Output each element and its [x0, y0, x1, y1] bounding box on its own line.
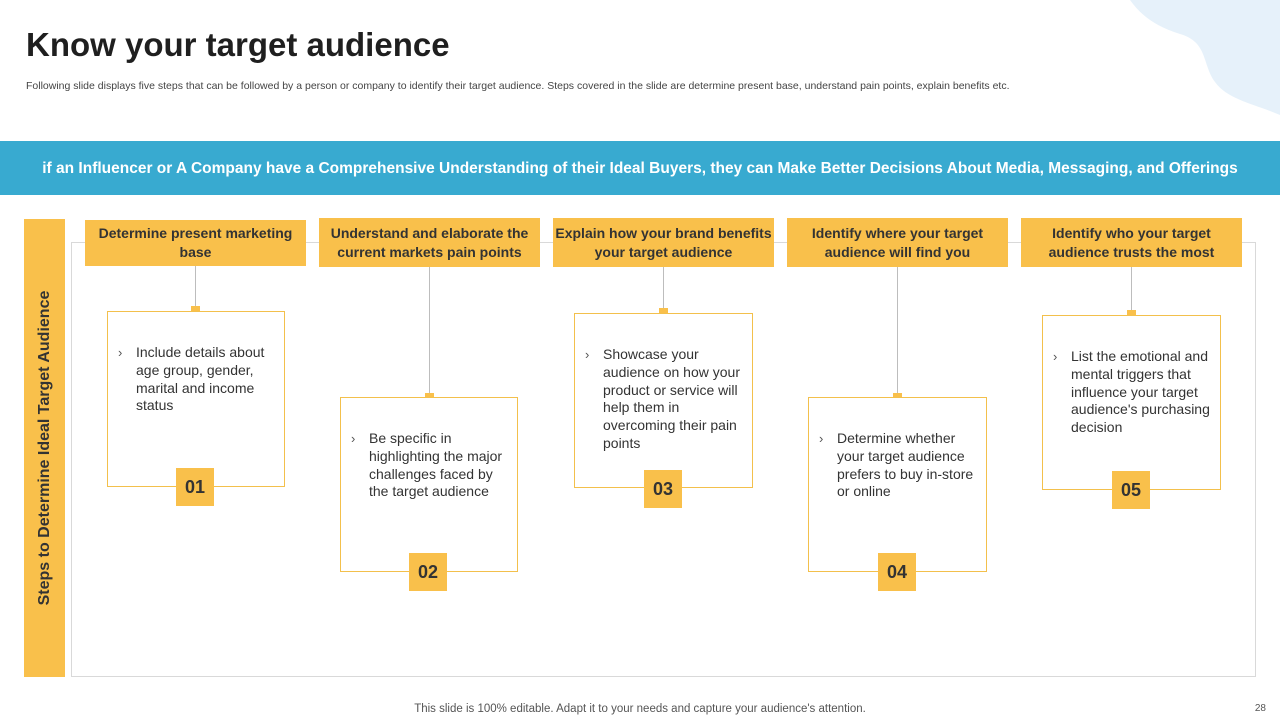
step-4-card: › Determine whether your target audience… — [808, 397, 987, 572]
step-5-connector — [1131, 267, 1132, 315]
step-3-card-text: › Showcase your audience on how your pro… — [585, 346, 744, 453]
step-2-number: 02 — [417, 561, 439, 582]
page-title: Know your target audience — [26, 26, 450, 63]
sidebar-label: Steps to Determine Ideal Target Audience — [35, 290, 53, 606]
step-5-header: Identify who your target audience trusts… — [1021, 218, 1242, 267]
step-5-connector-dot — [1127, 310, 1136, 319]
step-4-description: Determine whether your target audience p… — [837, 430, 974, 500]
step-5-header-text: Identify who your target audience trusts… — [1048, 224, 1215, 260]
step-1-header: Determine present marketing base — [85, 220, 306, 266]
step-2-header-text: Understand and elaborate the current mar… — [330, 224, 529, 260]
step-1-description: Include details about age group, gender,… — [136, 344, 265, 414]
step-5-card-text: › List the emotional and mental triggers… — [1053, 348, 1212, 437]
bullet-icon: › — [585, 347, 590, 362]
step-3-description: Showcase your audience on how your produ… — [603, 346, 740, 451]
step-1-number-badge: 01 — [176, 468, 214, 506]
step-5-number: 05 — [1120, 479, 1142, 500]
bullet-icon: › — [351, 431, 356, 446]
step-5-number-badge: 05 — [1112, 471, 1150, 509]
step-3-number-badge: 03 — [644, 470, 682, 508]
step-2-card: › Be specific in highlighting the major … — [340, 397, 518, 572]
step-3-connector — [663, 267, 664, 313]
step-4-header: Identify where your target audience will… — [787, 218, 1008, 267]
step-1-number: 01 — [184, 476, 206, 497]
banner-text: if an Influencer or A Company have a Com… — [42, 159, 1238, 177]
footer-note: This slide is 100% editable. Adapt it to… — [414, 703, 866, 715]
bullet-icon: › — [1053, 349, 1058, 364]
step-4-connector — [897, 267, 898, 397]
step-3-connector-dot — [659, 308, 668, 317]
step-4-number: 04 — [886, 561, 908, 582]
step-3-number: 03 — [652, 478, 674, 499]
step-1-connector — [195, 266, 196, 311]
step-1-connector-dot — [191, 306, 200, 315]
page-subtitle: Following slide displays five steps that… — [26, 80, 1010, 92]
info-banner: if an Influencer or A Company have a Com… — [0, 141, 1280, 195]
step-2-header: Understand and elaborate the current mar… — [319, 218, 540, 267]
sidebar-label-panel: Steps to Determine Ideal Target Audience — [24, 219, 65, 677]
step-5-card: › List the emotional and mental triggers… — [1042, 315, 1221, 490]
step-3-header-text: Explain how your brand benefits your tar… — [555, 224, 772, 260]
bullet-icon: › — [819, 431, 824, 446]
step-2-connector — [429, 267, 430, 397]
bullet-icon: › — [118, 345, 123, 360]
step-5-description: List the emotional and mental triggers t… — [1071, 348, 1210, 436]
step-1-card-text: › Include details about age group, gende… — [118, 344, 276, 415]
step-4-header-text: Identify where your target audience will… — [811, 224, 984, 260]
step-4-card-text: › Determine whether your target audience… — [819, 430, 978, 501]
page-number: 28 — [1254, 703, 1266, 714]
step-2-card-text: › Be specific in highlighting the major … — [351, 430, 509, 501]
step-3-card: › Showcase your audience on how your pro… — [574, 313, 753, 488]
step-2-number-badge: 02 — [409, 553, 447, 591]
decorative-blob-shape — [1130, 0, 1280, 115]
step-4-number-badge: 04 — [878, 553, 916, 591]
step-3-header: Explain how your brand benefits your tar… — [553, 218, 774, 267]
step-1-card: › Include details about age group, gende… — [107, 311, 285, 487]
step-2-description: Be specific in highlighting the major ch… — [369, 430, 503, 500]
step-1-header-text: Determine present marketing base — [98, 225, 293, 260]
